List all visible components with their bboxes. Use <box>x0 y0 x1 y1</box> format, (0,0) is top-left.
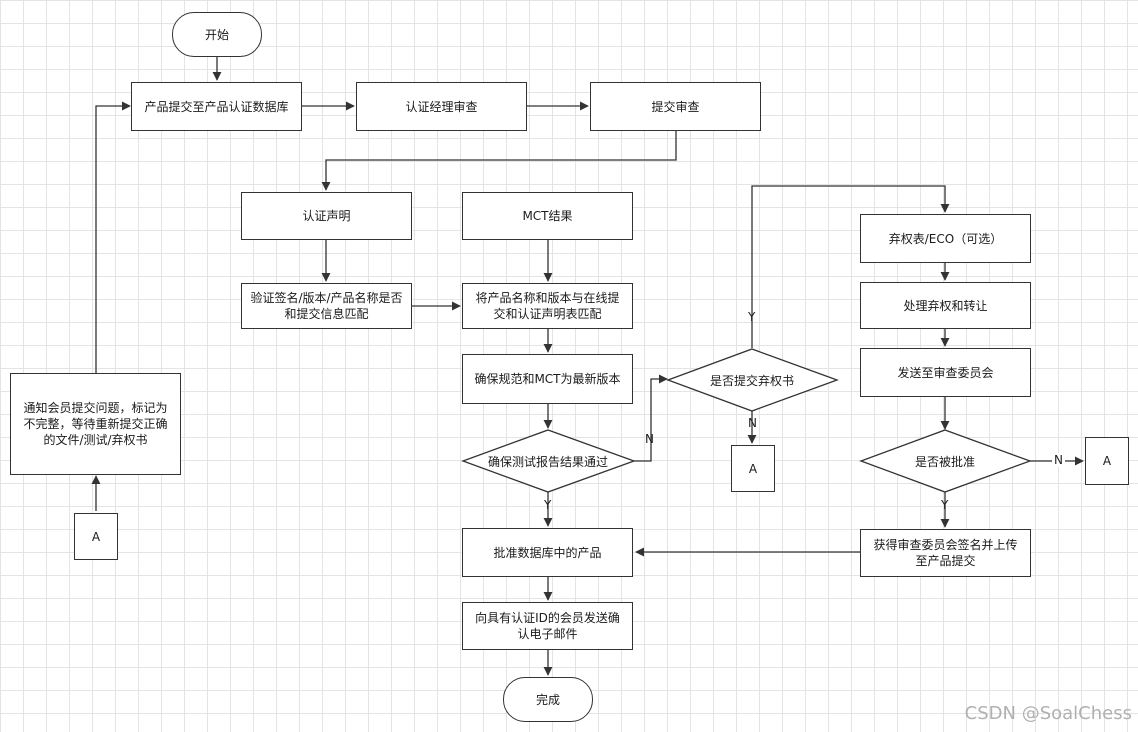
manager-review-box: 认证经理审查 <box>356 82 527 131</box>
approved-label: 是否被批准 <box>914 454 975 469</box>
edge-review-cert <box>321 131 677 191</box>
committee-sign-box: 获得审查委员会签名并上传至产品提交 <box>860 529 1031 577</box>
mct-result-box: MCT结果 <box>462 192 633 240</box>
label-no-test: N <box>645 432 654 446</box>
submit-to-database-box: 产品提交至产品认证数据库 <box>131 82 302 131</box>
connector-a-approval: A <box>1085 437 1129 485</box>
decision-approved <box>859 429 1032 493</box>
cert-statement-box: 认证声明 <box>241 192 412 240</box>
edge-waiver-yes <box>751 185 950 348</box>
label-yes-approved: Y <box>941 498 949 512</box>
label-yes-waiver: Y <box>748 310 756 324</box>
edge-notify-submit <box>95 101 131 373</box>
process-waiver-box: 处理弃权和转让 <box>860 282 1031 329</box>
label-no-approved: N <box>1052 453 1065 467</box>
notify-member-box: 通知会员提交问题，标记为不完整，等待重新提交正确的文件/测试/弃权书 <box>10 373 181 475</box>
decision-waiver <box>666 348 839 412</box>
connector-a-notify: A <box>74 513 118 560</box>
match-product-box: 将产品名称和版本与在线提交和认证声明表匹配 <box>462 283 633 329</box>
edge-test-no <box>634 374 668 462</box>
submit-review-box: 提交审查 <box>590 82 761 131</box>
approve-product-box: 批准数据库中的产品 <box>462 528 633 577</box>
connector-a-waiver: A <box>731 445 775 492</box>
decision-test-pass <box>461 429 636 493</box>
ensure-latest-box: 确保规范和MCT为最新版本 <box>462 354 633 404</box>
send-email-box: 向具有认证ID的会员发送确认电子邮件 <box>462 602 633 650</box>
send-committee-box: 发送至审查委员会 <box>860 348 1031 397</box>
waiver-form-box: 弃权表/ECO（可选） <box>860 214 1031 263</box>
start-terminal: 开始 <box>172 12 262 57</box>
waiver-submitted-label: 是否提交弃权书 <box>709 373 794 388</box>
label-yes-test: Y <box>544 498 552 512</box>
label-no-waiver: N <box>748 416 757 430</box>
verify-signature-box: 验证签名/版本/产品名称是否和提交信息匹配 <box>241 283 412 329</box>
watermark: CSDN @SoalChess <box>964 703 1132 724</box>
done-terminal: 完成 <box>503 677 593 722</box>
test-pass-label: 确保测试报告结果通过 <box>487 454 608 469</box>
